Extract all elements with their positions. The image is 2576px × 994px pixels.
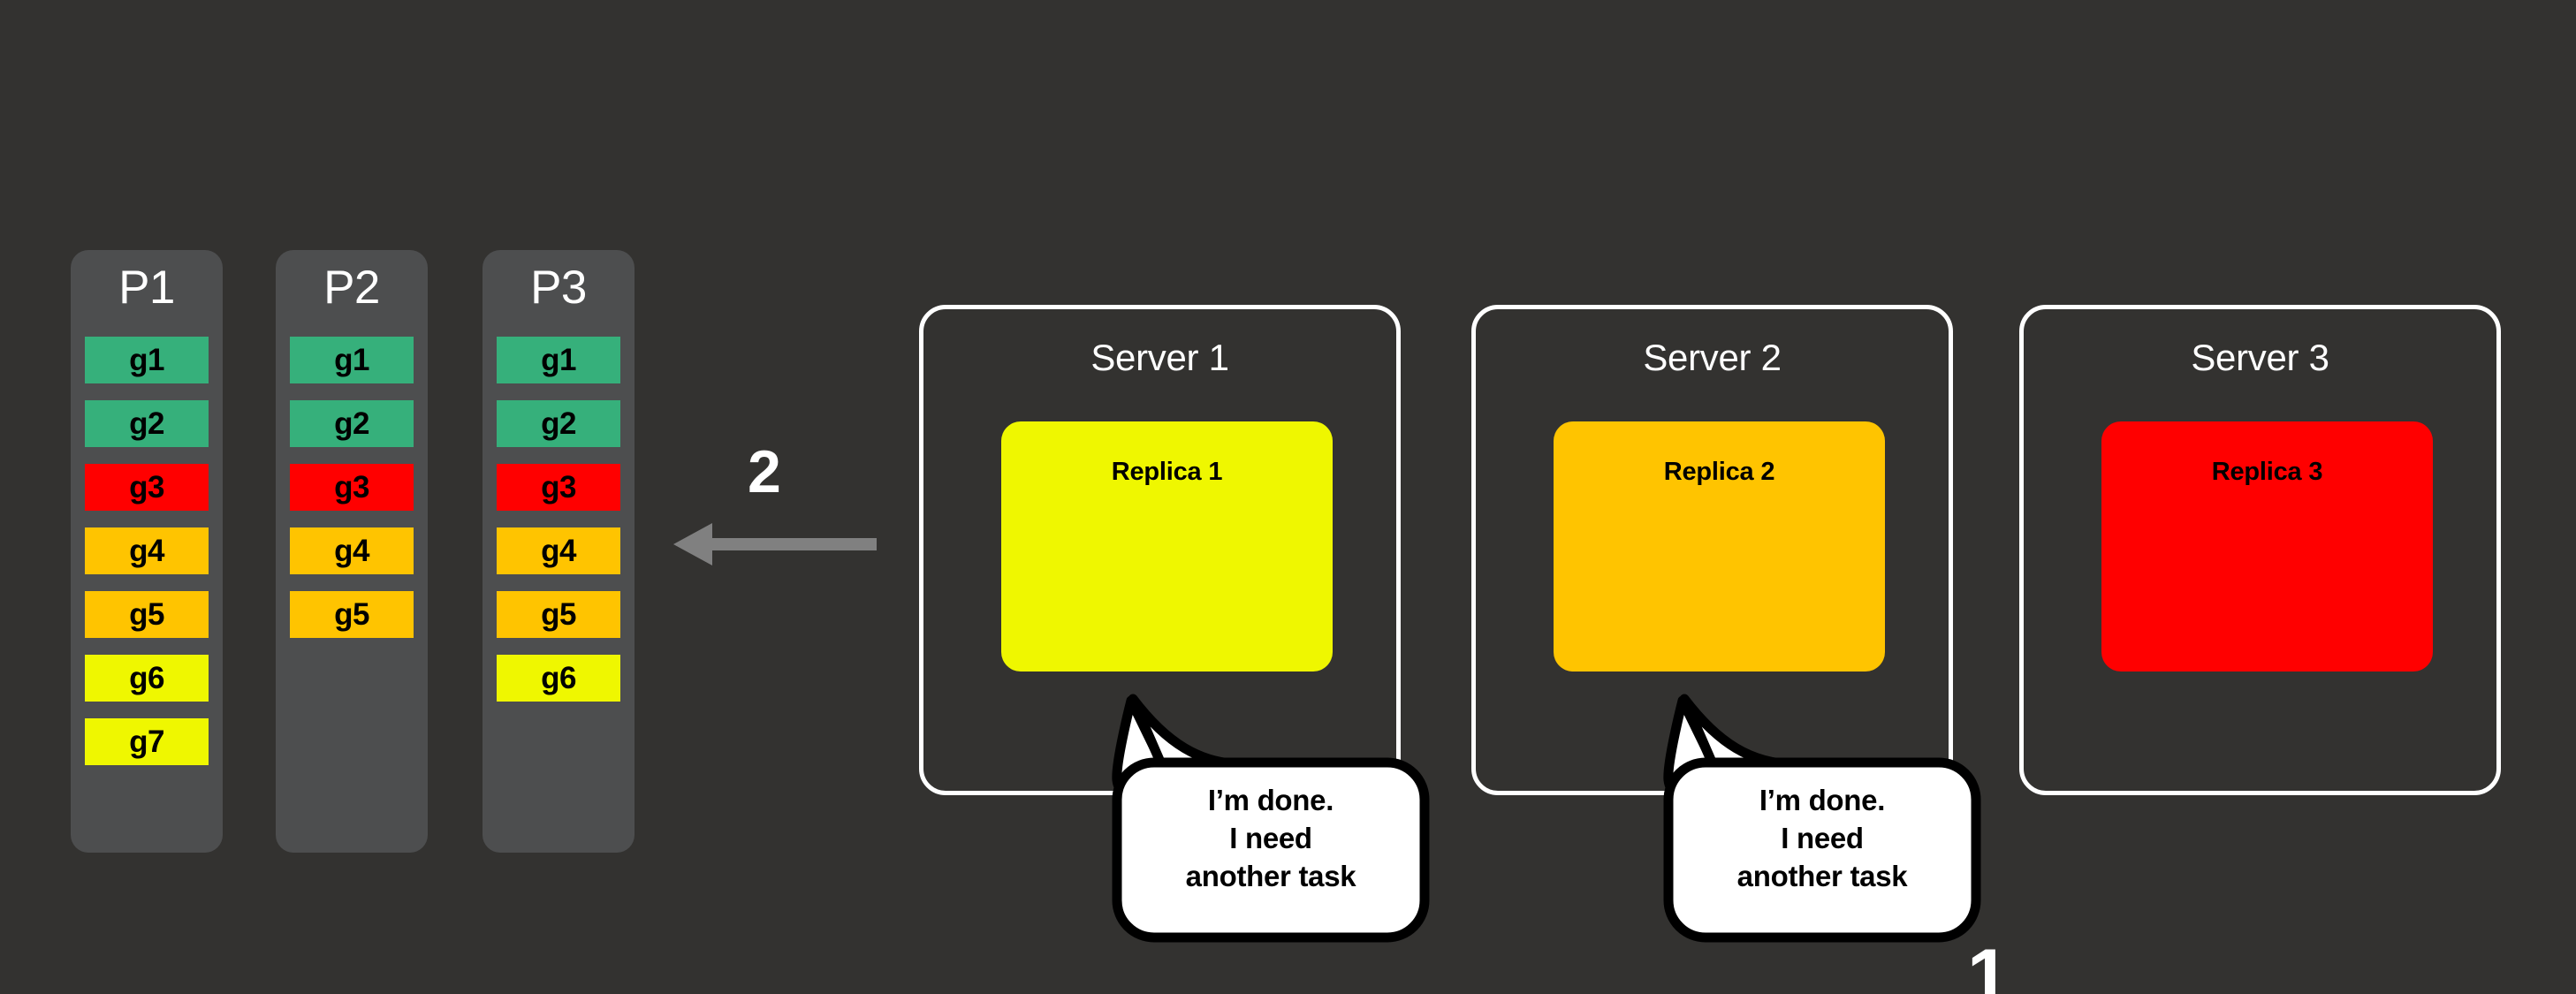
server-box-1: Server 1 Replica 1 — [919, 305, 1401, 795]
speech-bubble-shape — [1663, 694, 1981, 943]
rebalance-arrow-group: 2 — [673, 438, 877, 565]
replica-block-3: Replica 3 — [2101, 421, 2433, 672]
task-block: g5 — [497, 591, 620, 638]
task-block: g2 — [290, 400, 414, 447]
replica-block-1: Replica 1 — [1001, 421, 1333, 672]
task-block: g1 — [290, 337, 414, 383]
partition-column-p1: P1 g1 g2 g3 g4 g5 g6 g7 — [71, 250, 223, 853]
partition-title: P3 — [530, 262, 587, 314]
task-block: g2 — [497, 400, 620, 447]
task-block: g2 — [85, 400, 209, 447]
speech-bubble-shape — [1112, 694, 1430, 943]
replica-label: Replica 3 — [2211, 458, 2323, 486]
server-title: Server 3 — [2191, 337, 2329, 378]
replica-block-2: Replica 2 — [1554, 421, 1885, 672]
partition-column-p2: P2 g1 g2 g3 g4 g5 — [276, 250, 428, 853]
task-block: g3 — [290, 464, 414, 511]
task-block: g1 — [497, 337, 620, 383]
partition-column-p3: P3 g1 g2 g3 g4 g5 g6 — [483, 250, 635, 853]
task-block: g6 — [497, 655, 620, 702]
task-block: g1 — [85, 337, 209, 383]
replica-label: Replica 2 — [1663, 458, 1775, 486]
task-block: g3 — [85, 464, 209, 511]
task-block: g4 — [85, 527, 209, 574]
speech-bubble-server-1: I’m done. I need another task — [1112, 688, 1430, 945]
speech-bubble-text: I’m done. I need another task — [1185, 784, 1356, 892]
partition-title: P2 — [323, 262, 380, 314]
task-block: g5 — [85, 591, 209, 638]
partition-title: P1 — [118, 262, 175, 314]
server-title: Server 1 — [1090, 337, 1229, 378]
speech-bubble-text: I’m done. I need another task — [1736, 784, 1908, 892]
task-list: g1 g2 g3 g4 g5 g6 — [497, 337, 620, 718]
task-list: g1 g2 g3 g4 g5 — [290, 337, 414, 655]
task-block: g3 — [497, 464, 620, 511]
task-block: g7 — [85, 718, 209, 765]
step-2-label: 2 — [748, 438, 781, 505]
step-1-label: 1 — [1967, 934, 2010, 994]
task-block: g4 — [497, 527, 620, 574]
task-block: g4 — [290, 527, 414, 574]
task-block: g6 — [85, 655, 209, 702]
arrow-left-icon — [673, 523, 877, 565]
server-box-3: Server 3 Replica 3 — [2019, 305, 2501, 795]
replica-label: Replica 1 — [1111, 458, 1223, 486]
task-block: g5 — [290, 591, 414, 638]
task-list: g1 g2 g3 g4 g5 g6 g7 — [85, 337, 209, 782]
server-title: Server 2 — [1643, 337, 1782, 378]
speech-bubble-server-2: I’m done. I need another task — [1663, 688, 1981, 945]
